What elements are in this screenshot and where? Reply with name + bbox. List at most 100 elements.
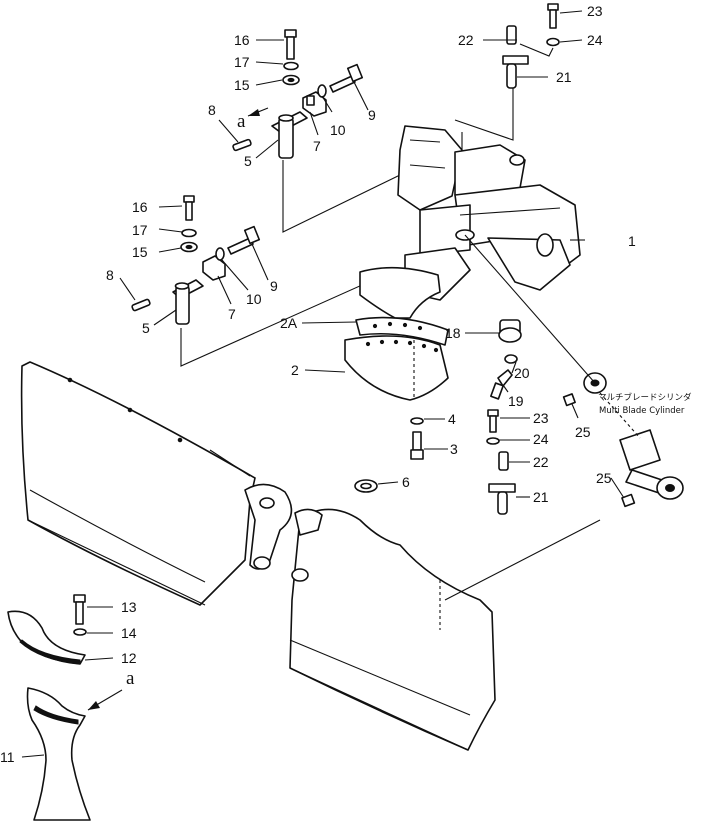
- parts-18-20: [490, 319, 522, 400]
- washer-24: [546, 37, 560, 47]
- washer-20: [504, 354, 518, 364]
- bolt-3-shank: [412, 431, 422, 451]
- callout-2: 2: [291, 362, 299, 378]
- callout-9-top: 9: [368, 107, 376, 123]
- right-blade-hinge: [294, 508, 323, 536]
- part-19: [490, 382, 504, 400]
- callout-10-top: 10: [330, 122, 346, 138]
- frame-upper-bracket: [397, 125, 463, 211]
- callout-23-lower: 23: [533, 410, 549, 426]
- bolt-23-lower-shank: [489, 415, 497, 433]
- fitting-22: [506, 25, 517, 45]
- pin-8-lower: [131, 298, 151, 312]
- main-frame: [397, 88, 581, 301]
- detail-arrows: [87, 107, 269, 711]
- lower-pin-assembly: [131, 195, 401, 367]
- bracket-7-lower: [202, 255, 226, 281]
- washer-24-lower: [486, 437, 500, 445]
- right-blade-moldboard: [289, 508, 496, 751]
- fitting-22-lower: [498, 451, 509, 471]
- washer-17-lower: [181, 228, 197, 238]
- cylinder-body: [619, 429, 661, 471]
- callout-21-top: 21: [556, 69, 572, 85]
- grease-fitting-25-lower: [621, 493, 636, 508]
- callout-22-lower: 22: [533, 454, 549, 470]
- pin-8: [232, 138, 252, 152]
- callout-11: 11: [0, 749, 15, 765]
- bolt-23-lower-head: [487, 409, 499, 417]
- callout-22-top: 22: [458, 32, 474, 48]
- callout-13: 13: [121, 599, 137, 615]
- callout-3: 3: [450, 441, 458, 457]
- callout-25-lower: 25: [596, 470, 612, 486]
- callout-19: 19: [508, 393, 524, 409]
- callout-18: 18: [445, 325, 461, 341]
- callout-15-lower: 15: [132, 244, 148, 260]
- callout-20: 20: [514, 365, 530, 381]
- detail-mark-a-bottom: a: [126, 668, 135, 689]
- washer-10-lower: [215, 247, 225, 261]
- grease-fitting-25: [562, 393, 576, 407]
- part-11-assembly: [7, 594, 91, 821]
- washer-4: [410, 417, 424, 425]
- bolt-3-head: [410, 449, 424, 460]
- callout-5-top: 5: [244, 153, 252, 169]
- arrow-a-top: [248, 109, 260, 116]
- upper-pin-assembly: [232, 29, 401, 233]
- callout-24-top: 24: [587, 32, 603, 48]
- bolt-9-shank: [329, 75, 356, 93]
- callout-4: 4: [448, 411, 456, 427]
- callout-12: 12: [121, 650, 137, 666]
- segment-2a-top: [359, 266, 441, 319]
- cylinder-note-jp: マルチブレードシリンダ: [598, 392, 692, 403]
- segment-2: [344, 335, 449, 401]
- callout-7-lower: 7: [228, 306, 236, 322]
- callout-24-lower: 24: [533, 431, 549, 447]
- pin-5-lower-shank: [175, 285, 190, 325]
- callout-5-lower: 5: [142, 320, 150, 336]
- bolt-23-shank: [549, 9, 557, 29]
- part-18: [498, 327, 522, 343]
- right-blade: [289, 479, 601, 751]
- left-blade: [20, 361, 293, 606]
- bolt-9-lower-head: [243, 225, 261, 245]
- callout-8-top: 8: [208, 102, 216, 118]
- bolt-23-head: [547, 3, 559, 11]
- bolt-16-shank: [286, 36, 295, 60]
- callout-15-top: 15: [234, 77, 250, 93]
- left-blade-moldboard: [20, 361, 256, 606]
- washer-17: [283, 61, 299, 71]
- pin-5-shank: [278, 117, 294, 159]
- bracket-21-lower-pin: [497, 491, 508, 515]
- bolt-16-head: [284, 29, 297, 38]
- callout-16-top: 16: [234, 32, 250, 48]
- callout-17-top: 17: [234, 54, 250, 70]
- frame-lower-arm: [487, 237, 571, 291]
- arrow-a-bottom: [88, 701, 100, 710]
- washer-14: [73, 628, 87, 636]
- multi-blade-cylinder: [464, 234, 684, 508]
- callout-17-lower: 17: [132, 222, 148, 238]
- bolt-3-assembly: [410, 417, 424, 460]
- callout-16-lower: 16: [132, 199, 148, 215]
- bolt-13-head: [73, 594, 86, 603]
- detail-mark-a-top: a: [237, 111, 246, 132]
- callout-labels: 16 17 15 8 5 7 10 9 16 17 15 8 5 7 10 9 …: [0, 3, 692, 765]
- top-right-bolt-stack: [502, 3, 560, 89]
- bolt-16-lower-shank: [185, 201, 193, 221]
- bracket-21-plate: [502, 55, 529, 65]
- callout-23-top: 23: [587, 3, 603, 19]
- callout-1: 1: [628, 233, 636, 249]
- circle-segments: [344, 266, 449, 401]
- callout-7-top: 7: [313, 138, 321, 154]
- left-blade-hinge: [244, 483, 293, 570]
- cylinder-note-en: Multi Blade Cylinder: [599, 406, 685, 416]
- callout-25-upper: 25: [575, 424, 591, 440]
- right-bolt-stack: [486, 409, 516, 515]
- callout-6: 6: [402, 474, 410, 490]
- bolt-9-head: [346, 63, 364, 83]
- bolt-9-lower-shank: [227, 237, 254, 255]
- callout-9-lower: 9: [270, 278, 278, 294]
- bracket-21-pin: [506, 63, 517, 89]
